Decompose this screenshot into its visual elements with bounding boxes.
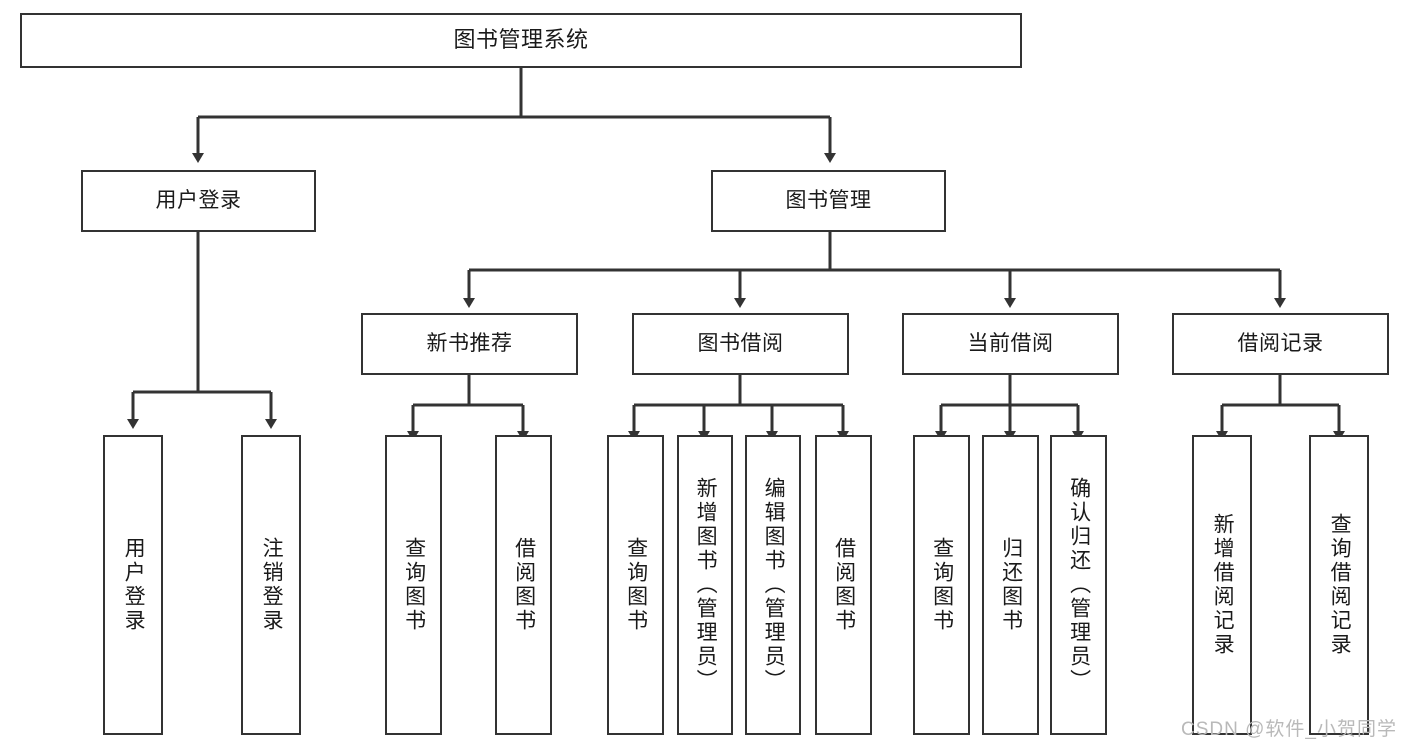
node-leaf-confirm-return[interactable]: 确认归还（管理员） <box>1050 435 1107 735</box>
node-label: 借阅图书 <box>832 537 856 633</box>
csdn-watermark: CSDN @软件_小贺同学 <box>1181 719 1397 740</box>
node-label: 查询图书 <box>402 537 426 633</box>
node-label: 图书管理系统 <box>453 27 589 53</box>
node-book-manage[interactable]: 图书管理 <box>711 170 946 232</box>
node-label: 新增借阅记录 <box>1211 513 1235 657</box>
node-leaf-borrow-book-2[interactable]: 借阅图书 <box>815 435 872 735</box>
node-leaf-user-login[interactable]: 用户登录 <box>103 435 163 735</box>
node-leaf-logout-login[interactable]: 注销登录 <box>241 435 301 735</box>
node-label: 借阅记录 <box>1237 332 1324 356</box>
node-label: 用户登录 <box>122 537 146 633</box>
node-leaf-query-book-2[interactable]: 查询图书 <box>607 435 664 735</box>
node-label: 借阅图书 <box>512 537 536 633</box>
node-label: 查询借阅记录 <box>1328 513 1352 657</box>
node-label: 当前借阅 <box>967 332 1054 356</box>
node-label: 查询图书 <box>624 537 648 633</box>
node-leaf-add-record[interactable]: 新增借阅记录 <box>1192 435 1252 735</box>
node-leaf-add-book[interactable]: 新增图书（管理员） <box>677 435 733 735</box>
node-label: 图书借阅 <box>697 332 784 356</box>
node-label: 注销登录 <box>260 537 284 633</box>
node-label: 用户登录 <box>155 189 242 213</box>
node-leaf-query-book-1[interactable]: 查询图书 <box>385 435 442 735</box>
node-current-borrow[interactable]: 当前借阅 <box>902 313 1119 375</box>
node-leaf-borrow-book-1[interactable]: 借阅图书 <box>495 435 552 735</box>
node-label: 新增图书（管理员） <box>694 477 718 693</box>
node-label: 查询图书 <box>930 537 954 633</box>
node-leaf-edit-book[interactable]: 编辑图书（管理员） <box>745 435 801 735</box>
node-label: 新书推荐 <box>426 332 513 356</box>
node-book-borrow[interactable]: 图书借阅 <box>632 313 849 375</box>
node-new-book-recommend[interactable]: 新书推荐 <box>361 313 578 375</box>
node-label: 图书管理 <box>785 189 872 213</box>
node-borrow-record[interactable]: 借阅记录 <box>1172 313 1389 375</box>
node-user-login[interactable]: 用户登录 <box>81 170 316 232</box>
node-root-book-management-system[interactable]: 图书管理系统 <box>20 13 1022 68</box>
node-leaf-query-record[interactable]: 查询借阅记录 <box>1309 435 1369 735</box>
node-leaf-query-book-3[interactable]: 查询图书 <box>913 435 970 735</box>
node-leaf-return-book[interactable]: 归还图书 <box>982 435 1039 735</box>
node-label: 确认归还（管理员） <box>1067 477 1091 693</box>
node-label: 归还图书 <box>999 537 1023 633</box>
node-label: 编辑图书（管理员） <box>762 477 786 693</box>
